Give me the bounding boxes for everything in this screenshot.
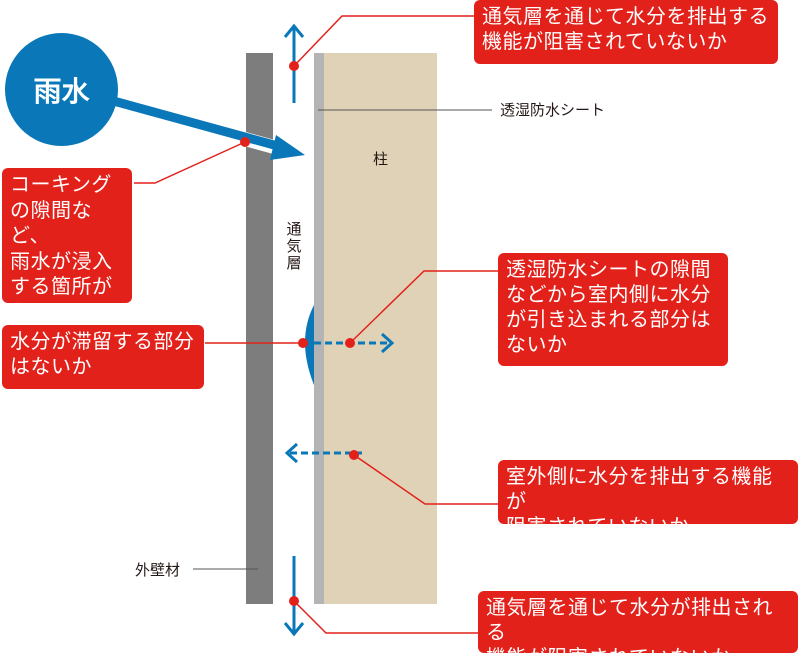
stud-column — [324, 53, 437, 604]
callout-leaders — [134, 15, 498, 634]
air-layer-label: 通気層 — [286, 220, 302, 272]
callout-markers — [240, 61, 359, 606]
membrane-label: 透湿防水シート — [500, 101, 606, 119]
wall-section-diagram — [108, 15, 498, 637]
exterior-wall-label: 外壁材 — [135, 561, 181, 579]
rainwater-badge: 雨水 — [5, 33, 118, 146]
callout-stagnant-water: 水分が滞留する部分 はないか — [2, 325, 204, 389]
breathable-membrane — [314, 53, 324, 604]
callout-membrane-gap: 透湿防水シートの隙間 などから室内側に水分 が引き込まれる部分は ないか — [498, 253, 728, 366]
air-flow-down-arrow-icon — [283, 556, 305, 637]
water-droplet-icon — [305, 305, 314, 385]
callout-bottom-ventilation: 通気層を通じて水分が排出される 機能が阻害されていないか — [478, 591, 798, 669]
stud-label: 柱 — [373, 150, 389, 168]
callout-outdoor-discharge: 室外側に水分を排出する機能が 阻害されていないか — [498, 460, 798, 538]
callout-caulking-gap: コーキング の隙間など、 雨水が浸入 する箇所が ないか — [2, 168, 132, 324]
callout-top-ventilation: 通気層を通じて水分を排出する 機能が阻害されていないか — [474, 0, 778, 64]
rain-arrow-icon — [108, 95, 305, 160]
